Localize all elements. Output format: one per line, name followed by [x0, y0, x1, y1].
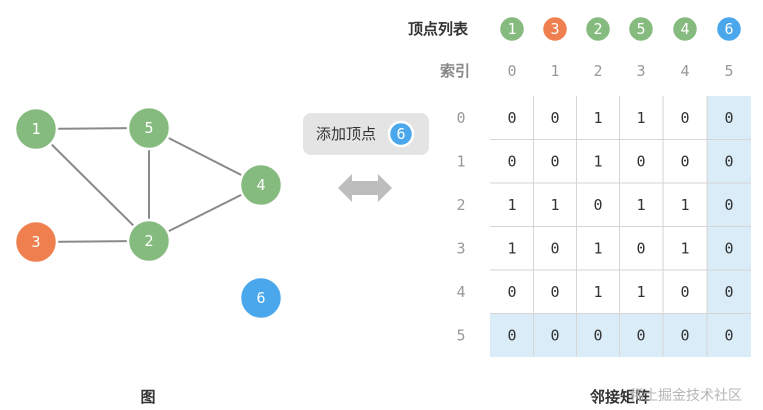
matrix-cell: 1 — [593, 239, 602, 257]
row-label-1: 1 — [456, 152, 465, 170]
matrix-cell: 1 — [507, 196, 516, 214]
vertex-list-item-5: 6 — [714, 14, 744, 44]
double-arrow-icon — [338, 174, 392, 202]
matrix-cell: 0 — [724, 109, 733, 127]
add-vertex-action: 添加顶点 6 — [303, 113, 429, 155]
watermark: 稀土掘金技术社区 — [630, 388, 742, 404]
matrix-cell: 0 — [724, 196, 733, 214]
matrix-cell: 0 — [680, 283, 689, 301]
index-row: 0 1 2 3 4 5 — [507, 62, 733, 80]
index-5: 5 — [724, 62, 733, 80]
graph-caption: 图 — [140, 388, 155, 406]
matrix-cell: 1 — [636, 196, 645, 214]
matrix-caption: 邻接矩阵 — [589, 388, 650, 406]
matrix-grid — [490, 96, 751, 357]
vertex-list-item-0-label: 1 — [507, 20, 516, 38]
matrix-cell: 1 — [507, 239, 516, 257]
matrix-cell: 0 — [724, 283, 733, 301]
graph-node-3: 3 — [13, 219, 59, 265]
vertex-list-item-4: 4 — [670, 14, 700, 44]
matrix-cell: 0 — [507, 109, 516, 127]
graph-node-1-label: 1 — [31, 120, 40, 138]
row-label-3: 3 — [456, 239, 465, 257]
matrix-cell: 0 — [593, 196, 602, 214]
vertex-list-item-5-label: 6 — [724, 20, 733, 38]
matrix-cell: 0 — [636, 239, 645, 257]
matrix-cell: 0 — [636, 152, 645, 170]
matrix-cell: 0 — [724, 239, 733, 257]
highlight-row — [490, 313, 751, 357]
matrix-cell: 1 — [593, 109, 602, 127]
graph-node-3-label: 3 — [31, 233, 40, 251]
graph-node-2: 2 — [126, 218, 172, 264]
vertex-list-item-2: 2 — [583, 14, 613, 44]
vertex-list-item-4-label: 4 — [680, 20, 689, 38]
matrix-cell: 0 — [680, 109, 689, 127]
vertex-list-item-1-label: 3 — [550, 20, 559, 38]
matrix-cell: 1 — [680, 239, 689, 257]
matrix-cell: 1 — [550, 196, 559, 214]
vertex-list-item-2-label: 2 — [593, 20, 602, 38]
matrix-cell: 0 — [636, 326, 645, 344]
row-label-5: 5 — [456, 326, 465, 344]
matrix-cell: 0 — [550, 239, 559, 257]
matrix-cell: 0 — [550, 109, 559, 127]
index-label: 索引 — [440, 62, 470, 80]
graph-node-5: 5 — [126, 105, 172, 151]
action-label: 添加顶点 — [316, 125, 376, 143]
action-vertex: 6 — [387, 120, 415, 148]
matrix-cell: 0 — [507, 152, 516, 170]
graph-node-4: 4 — [238, 162, 284, 208]
matrix-cell: 0 — [724, 326, 733, 344]
matrix-cell: 1 — [593, 152, 602, 170]
matrix-cell: 1 — [680, 196, 689, 214]
matrix-cell: 0 — [507, 326, 516, 344]
matrix-cell: 1 — [636, 109, 645, 127]
graph-node-1: 1 — [13, 106, 59, 152]
matrix-cell: 1 — [593, 283, 602, 301]
row-label-4: 4 — [456, 283, 465, 301]
vertex-list-label: 顶点列表 — [408, 20, 469, 38]
action-vertex-label: 6 — [396, 125, 405, 143]
graph-node-6: 6 — [238, 275, 284, 321]
vertex-list-item-3: 5 — [626, 14, 656, 44]
edge-1-2 — [35, 128, 150, 242]
matrix-cell: 0 — [680, 152, 689, 170]
matrix-cell: 0 — [550, 283, 559, 301]
matrix-cell: 1 — [636, 283, 645, 301]
matrix-cell: 0 — [550, 152, 559, 170]
matrix-cell: 0 — [507, 283, 516, 301]
vertex-list-item-0: 1 — [497, 14, 527, 44]
index-0: 0 — [507, 62, 516, 80]
index-2: 2 — [593, 62, 602, 80]
matrix-cell: 0 — [724, 152, 733, 170]
vertex-list-item-3-label: 5 — [636, 20, 645, 38]
index-3: 3 — [636, 62, 645, 80]
graph-node-2-label: 2 — [144, 232, 153, 250]
vertex-list-item-1: 3 — [540, 14, 570, 44]
matrix-row-labels: 0 1 2 3 4 5 — [456, 109, 465, 345]
vertex-list: 1 3 2 5 4 6 — [497, 14, 744, 44]
index-1: 1 — [550, 62, 559, 80]
graph-nodes: 1 5 4 3 2 6 — [13, 105, 284, 321]
graph-node-6-label: 6 — [256, 289, 265, 307]
graph-node-4-label: 4 — [256, 176, 265, 194]
matrix-cell: 0 — [593, 326, 602, 344]
matrix-cell: 0 — [550, 326, 559, 344]
graph-node-5-label: 5 — [144, 119, 153, 137]
matrix-cells: 0 0 1 1 0 0 0 0 1 0 0 0 1 1 0 1 1 0 1 0 1 0 1 0 0 0 1 1 0 0 0 0 0 0 0 0 — [507, 109, 733, 345]
row-label-0: 0 — [456, 109, 465, 127]
row-label-2: 2 — [456, 196, 465, 214]
matrix-cell: 0 — [680, 326, 689, 344]
index-4: 4 — [680, 62, 689, 80]
